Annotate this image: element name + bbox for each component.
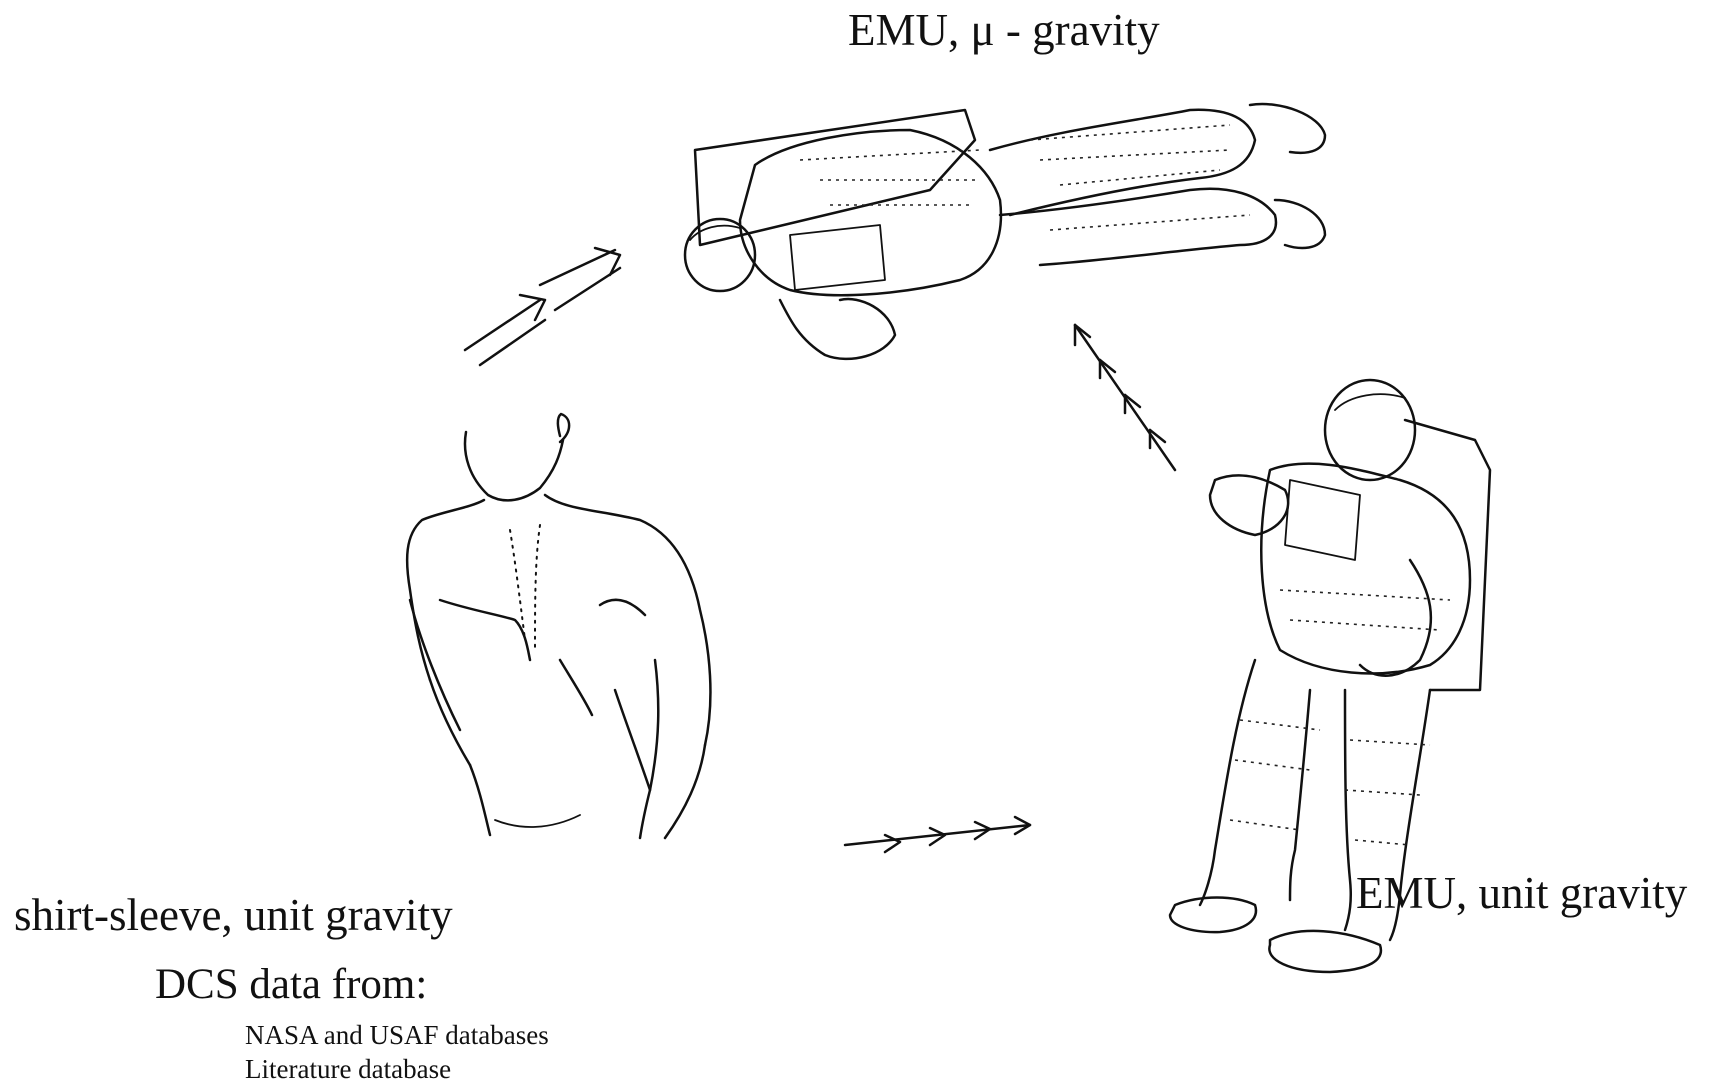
dcs-source-item: NASA and USAF databases — [245, 1022, 549, 1049]
emu-unit-gravity-label: EMU, unit gravity — [1356, 871, 1687, 916]
shirt-sleeve-label: shirt-sleeve, unit gravity — [14, 893, 453, 938]
chain-arrow-right — [845, 817, 1030, 852]
floating-astronaut-figure — [685, 104, 1325, 359]
double-arrow — [465, 248, 620, 365]
dcs-data-heading: DCS data from: — [155, 963, 427, 1006]
dcs-source-item: Literature database — [245, 1056, 451, 1083]
emu-micro-gravity-label: EMU, μ - gravity — [848, 8, 1160, 53]
chain-arrow-up — [1075, 325, 1175, 470]
shirt-sleeve-torso-figure — [407, 414, 710, 838]
